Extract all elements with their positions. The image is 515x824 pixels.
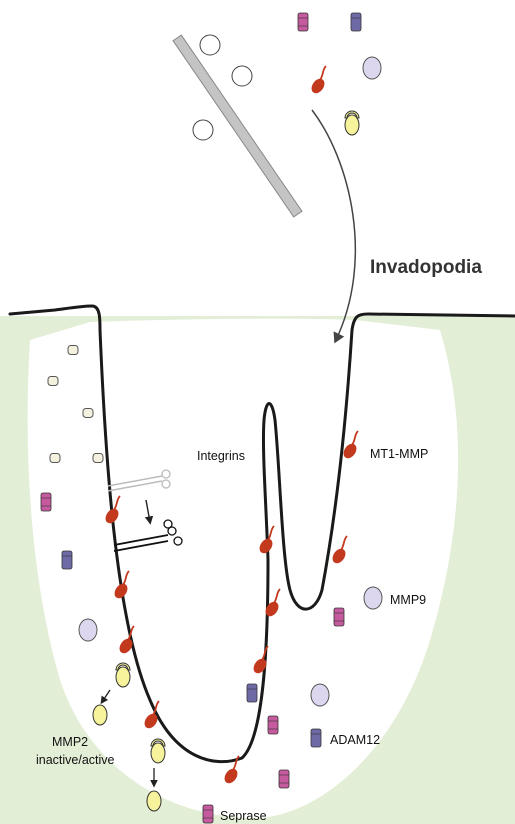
collagen-fragment bbox=[93, 454, 103, 463]
vesicle bbox=[232, 66, 252, 86]
seprase-protein bbox=[268, 716, 278, 734]
mmp2-inactive bbox=[151, 739, 165, 763]
label-mmp2: MMP2 bbox=[52, 735, 88, 749]
mmp2-protein bbox=[345, 111, 359, 135]
mmp9-protein bbox=[79, 619, 97, 641]
vesicle bbox=[200, 35, 220, 55]
label-seprase: Seprase bbox=[220, 809, 267, 823]
mmp2-inactive bbox=[116, 663, 130, 687]
label-mmp2-state: inactive/active bbox=[36, 753, 115, 767]
vesicle bbox=[193, 120, 213, 140]
label-adam12: ADAM12 bbox=[330, 733, 380, 747]
seprase-protein bbox=[41, 493, 51, 511]
label-mmp9: MMP9 bbox=[390, 593, 426, 607]
label-integrins: Integrins bbox=[197, 449, 245, 463]
collagen-fragment bbox=[68, 346, 78, 355]
seprase-protein bbox=[334, 608, 344, 626]
diagram-title: Invadopodia bbox=[370, 257, 482, 278]
mmp2-active bbox=[147, 791, 161, 811]
mmp9-protein bbox=[364, 587, 382, 609]
collagen-fragment bbox=[50, 454, 60, 463]
mmp9-protein bbox=[363, 57, 381, 79]
adam12-protein bbox=[351, 13, 361, 31]
label-mt1mmp: MT1-MMP bbox=[370, 447, 428, 461]
adam12-protein bbox=[311, 729, 321, 747]
mmp2-active bbox=[93, 705, 107, 725]
seprase-protein bbox=[279, 770, 289, 788]
adam12-protein bbox=[247, 684, 257, 702]
seprase-protein bbox=[298, 13, 308, 31]
seprase-protein bbox=[203, 805, 213, 823]
mmp9-protein bbox=[311, 684, 329, 706]
adam12-protein bbox=[62, 551, 72, 569]
collagen-fragment bbox=[48, 377, 58, 386]
collagen-fragment bbox=[83, 409, 93, 418]
